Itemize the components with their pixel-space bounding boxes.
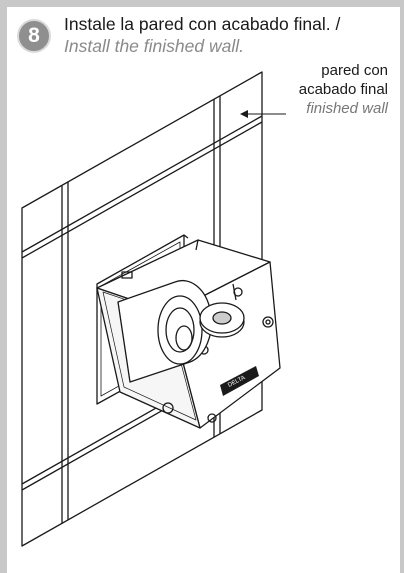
top-fitting [199,302,245,338]
finished-wall-callout: pared con acabado final finished wall [299,61,388,118]
callout-label-es-1: pared con [321,62,388,79]
step-title-english: Install the finished wall. [64,36,244,56]
cartridge-cylinder [117,279,213,383]
callout-label-en: finished wall [306,100,388,117]
step-title-spanish: Instale la pared con acabado final. / [64,14,341,34]
callout-leader-arrow [240,110,286,118]
step-number-badge: 8 [17,19,51,53]
callout-label-es-2: acabado final [298,81,388,98]
